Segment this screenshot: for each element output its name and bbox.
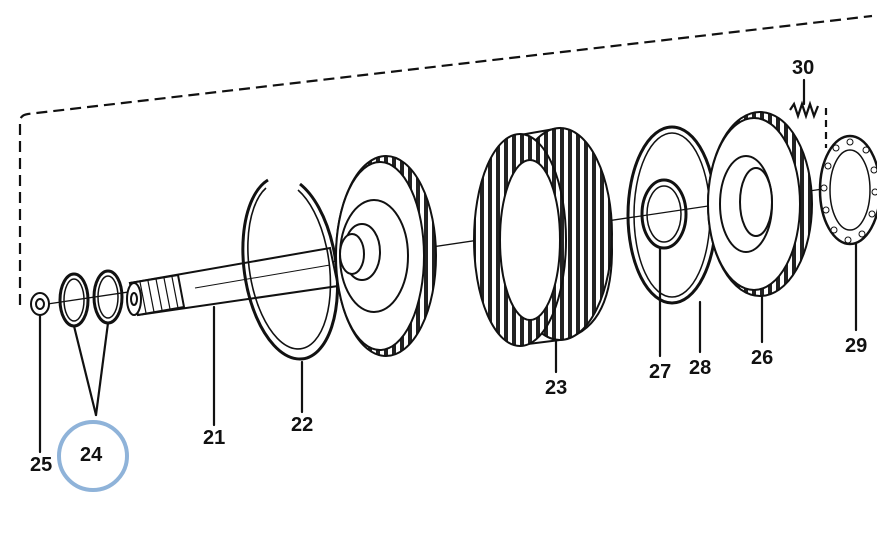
part-30-spring — [789, 100, 820, 120]
part-21-shaft — [126, 246, 340, 317]
leader-lines — [38, 78, 858, 454]
part-24-o-rings — [58, 269, 124, 328]
label-26: 26 — [751, 347, 773, 369]
part-23-ring-gear — [473, 126, 614, 347]
part-21-gear-disc — [335, 155, 437, 357]
label-27: 27 — [649, 361, 671, 383]
highlight-circle-24 — [57, 420, 129, 492]
label-25: 25 — [30, 454, 52, 476]
assembly-dashed-frame — [18, 14, 873, 305]
label-22: 22 — [291, 414, 313, 436]
label-23: 23 — [545, 377, 567, 399]
part-22-snap-ring — [241, 178, 340, 361]
part-27-small-ring — [640, 178, 688, 250]
label-24: 24 — [80, 444, 103, 466]
part-29-thrust-bearing — [818, 134, 877, 246]
label-28: 28 — [689, 357, 711, 379]
label-30: 30 — [792, 57, 814, 79]
label-21: 21 — [203, 427, 225, 449]
part-25-washer — [30, 292, 50, 316]
label-29: 29 — [845, 335, 867, 357]
part-26-clutch-disc — [707, 111, 813, 297]
